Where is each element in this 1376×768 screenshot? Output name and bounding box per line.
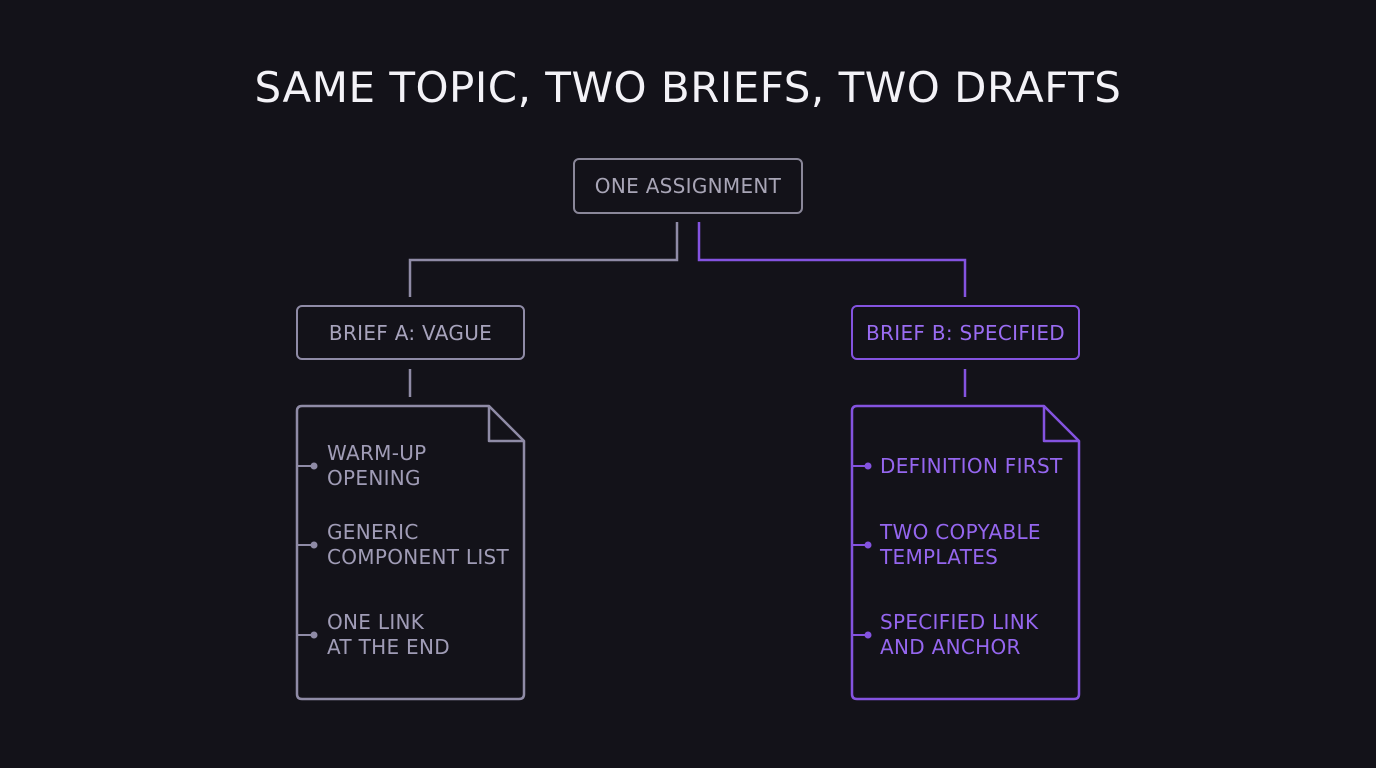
item-line: TEMPLATES [880, 545, 999, 569]
brief-a-node: BRIEF A: VAGUE [296, 305, 525, 360]
item-line: AND ANCHOR [880, 635, 1021, 659]
item-line: DEFINITION FIRST [880, 454, 1063, 478]
connector-root-to-brief-a [408, 222, 679, 297]
draft-a-item-one-link: ONE LINK AT THE END [327, 610, 450, 660]
document-icon [850, 404, 1081, 701]
brief-b-label: BRIEF B: SPECIFIED [866, 320, 1065, 345]
brief-a-label: BRIEF A: VAGUE [328, 320, 493, 345]
item-line: TWO COPYABLE [880, 520, 1041, 544]
draft-b-item-definition-first: DEFINITION FIRST [880, 454, 1063, 479]
diagram-title: SAME TOPIC, TWO BRIEFS, TWO DRAFTS [254, 63, 1122, 112]
draft-b-item-link-anchor: SPECIFIED LINK AND ANCHOR [880, 610, 1038, 660]
root-node: ONE ASSIGNMENT [573, 158, 803, 214]
document-icon [295, 404, 526, 701]
item-line: GENERIC [327, 520, 419, 544]
item-line: OPENING [327, 466, 421, 490]
draft-a-item-component-list: GENERIC COMPONENT LIST [327, 520, 509, 570]
connector-root-to-brief-b [697, 222, 967, 297]
draft-b-item-templates: TWO COPYABLE TEMPLATES [880, 520, 1041, 570]
draft-a-item-warm-up: WARM-UP OPENING [327, 441, 427, 491]
item-line: WARM-UP [327, 441, 427, 465]
root-node-label: ONE ASSIGNMENT [594, 174, 782, 198]
item-line: AT THE END [327, 635, 450, 659]
item-line: COMPONENT LIST [327, 545, 510, 569]
item-line: SPECIFIED LINK [880, 610, 1039, 634]
brief-b-node: BRIEF B: SPECIFIED [851, 305, 1080, 360]
item-line: ONE LINK [327, 610, 425, 634]
